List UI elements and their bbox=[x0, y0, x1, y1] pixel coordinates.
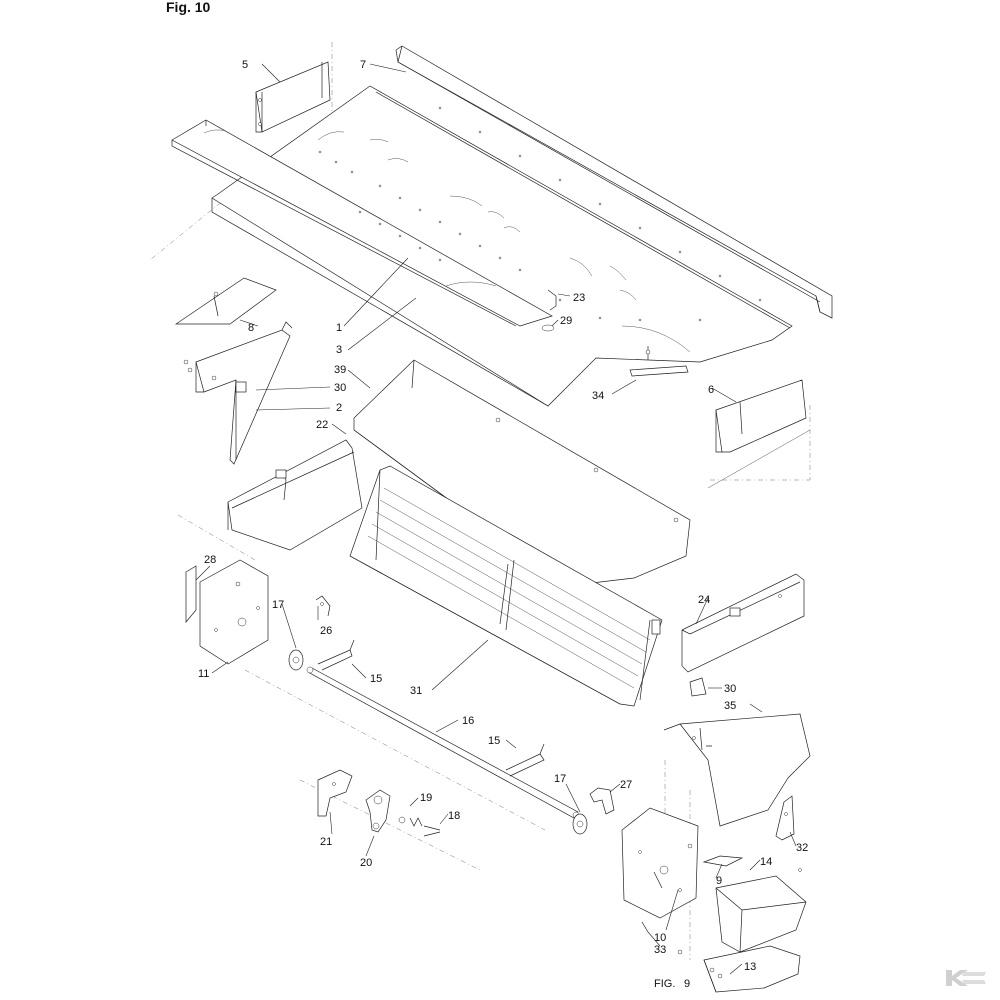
part-16-shaft bbox=[306, 666, 580, 819]
callout-9: 9 bbox=[716, 875, 722, 887]
part-13-hood bbox=[703, 945, 801, 993]
part-5-bracket bbox=[255, 61, 331, 133]
callout-19: 19 bbox=[420, 792, 432, 804]
part-39-v-plate bbox=[353, 359, 691, 587]
callout-22: 22 bbox=[316, 419, 328, 431]
part-15-link-left bbox=[317, 639, 355, 671]
part-30-bracket bbox=[689, 677, 707, 697]
callout-23: 23 bbox=[573, 292, 585, 304]
callout-6: 6 bbox=[708, 384, 714, 396]
part-21-lever-plate bbox=[317, 769, 353, 817]
callout-30-right: 30 bbox=[724, 683, 736, 695]
part-17-bearing-left bbox=[288, 649, 304, 671]
callout-31: 31 bbox=[410, 685, 422, 697]
callout-1: 1 bbox=[336, 322, 342, 334]
callout-33: 33 bbox=[654, 944, 666, 956]
callout-26: 26 bbox=[320, 625, 332, 637]
callout-10: 10 bbox=[654, 932, 666, 944]
part-15-link-right bbox=[505, 743, 545, 777]
part-18-pin bbox=[423, 825, 441, 837]
part-20-crank bbox=[365, 789, 391, 833]
callout-32: 32 bbox=[796, 842, 808, 854]
footer-fig-ref-number: 9 bbox=[684, 978, 690, 990]
part-7-rail bbox=[395, 45, 833, 319]
callout-7: 7 bbox=[360, 59, 366, 71]
callout-21: 21 bbox=[320, 836, 332, 848]
callout-2: 2 bbox=[336, 402, 342, 414]
callout-15: 15 bbox=[370, 673, 382, 685]
callout-8: 8 bbox=[248, 322, 254, 334]
part-26-clip bbox=[315, 595, 331, 617]
callout-11: 11 bbox=[198, 668, 209, 680]
callout-3: 3 bbox=[336, 344, 342, 356]
callout-17-right: 17 bbox=[554, 773, 566, 785]
part-33-bolt bbox=[641, 921, 683, 955]
part-17-bearing-right bbox=[572, 813, 588, 835]
plate-holes bbox=[318, 106, 762, 322]
callout-17: 17 bbox=[272, 599, 284, 611]
callout-27: 27 bbox=[620, 779, 632, 791]
callout-28: 28 bbox=[204, 554, 216, 566]
callout-5: 5 bbox=[242, 59, 248, 71]
part-34-strip bbox=[629, 346, 689, 377]
callout-15-right: 15 bbox=[488, 735, 500, 747]
callout-13: 13 bbox=[744, 961, 756, 973]
callout-labels: 5 7 8 1 3 23 29 39 30 2 34 6 22 28 17 26… bbox=[198, 59, 808, 973]
part-2-bracket bbox=[183, 321, 293, 465]
part-6-bracket bbox=[707, 379, 811, 489]
part-32-bracket bbox=[775, 795, 795, 841]
leader-lines bbox=[195, 63, 797, 975]
part-10-side-plate bbox=[621, 807, 699, 919]
callout-20: 20 bbox=[360, 857, 372, 869]
part-22-side-panel bbox=[227, 439, 363, 551]
part-8-plate bbox=[174, 277, 277, 325]
part-9-clip bbox=[702, 855, 744, 867]
part-1-3-main-plate bbox=[171, 85, 793, 407]
callout-14: 14 bbox=[760, 856, 772, 868]
footer-fig-ref: FIG. bbox=[654, 978, 675, 990]
callout-39: 39 bbox=[334, 364, 346, 376]
callout-16: 16 bbox=[462, 715, 474, 727]
figure-title: Fig. 10 bbox=[166, 0, 211, 15]
part-24-side-panel bbox=[681, 573, 805, 673]
callout-35: 35 bbox=[724, 700, 736, 712]
callout-24: 24 bbox=[698, 594, 710, 606]
callout-30: 30 bbox=[334, 382, 346, 394]
brand-logo-icon bbox=[938, 966, 990, 988]
part-14-guard bbox=[715, 868, 807, 953]
part-28-11-side-plate bbox=[185, 559, 269, 665]
part-31-grate bbox=[349, 465, 663, 707]
callout-34: 34 bbox=[592, 390, 604, 402]
part-19-spring bbox=[398, 816, 423, 827]
callout-29: 29 bbox=[560, 315, 572, 327]
callout-18: 18 bbox=[448, 810, 460, 822]
part-27-bracket bbox=[589, 787, 615, 815]
part-35-side-plate bbox=[663, 713, 811, 827]
